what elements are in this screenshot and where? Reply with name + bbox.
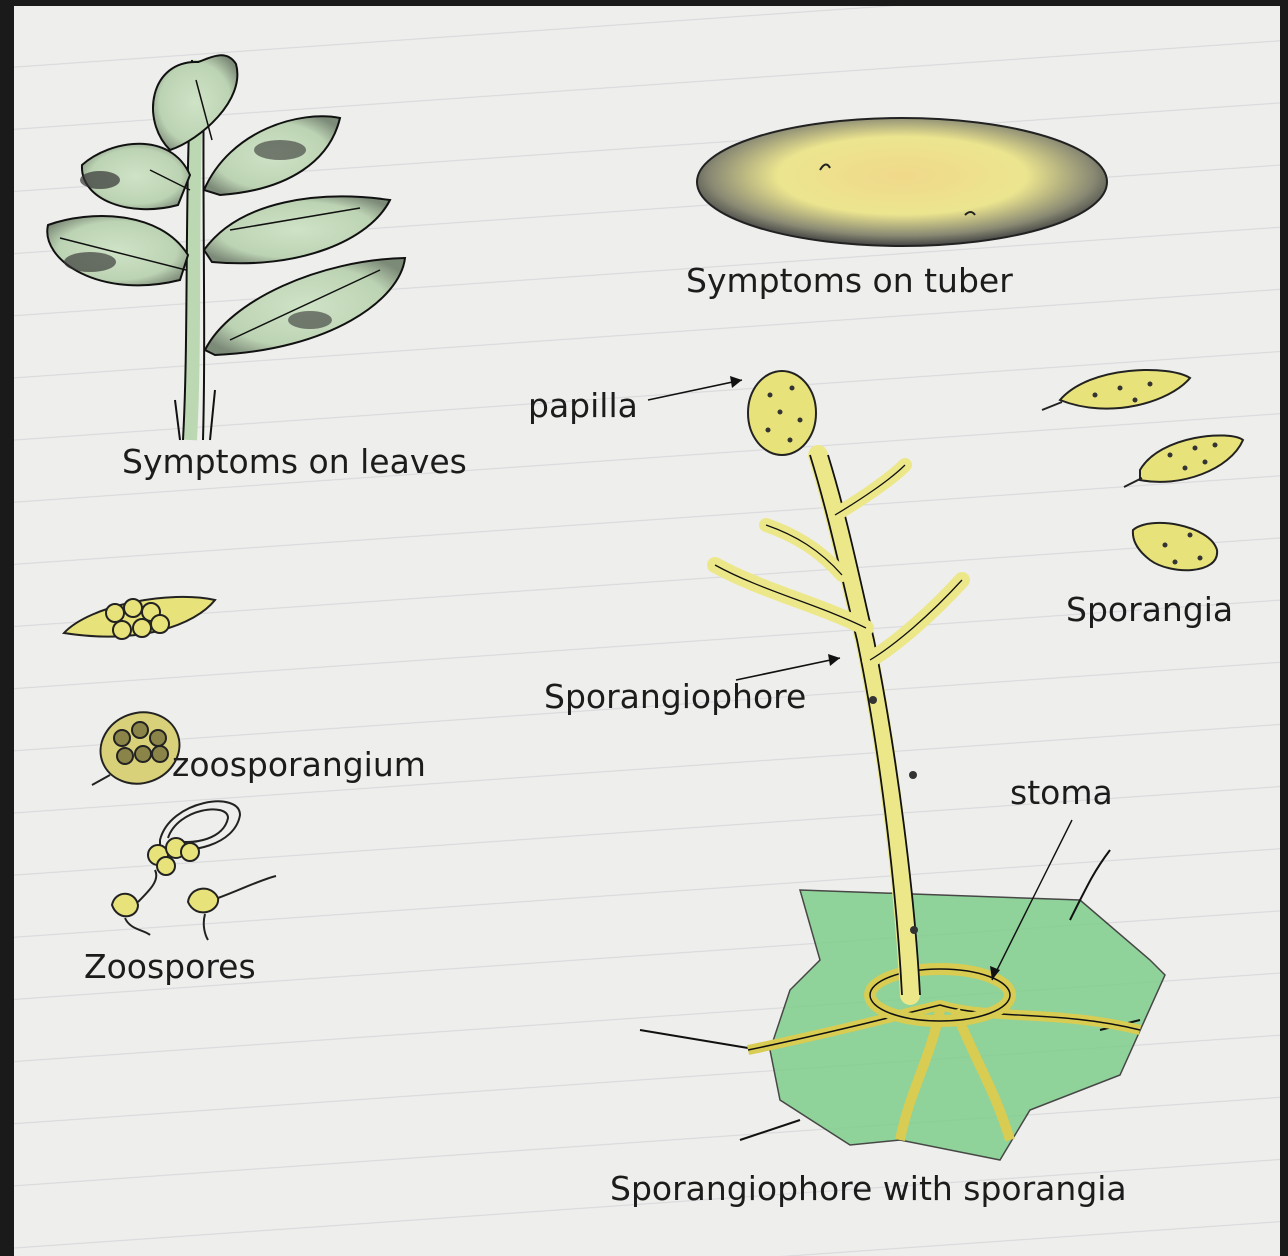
sporangia-drawing	[1042, 370, 1243, 570]
label-symptoms-on-tuber: Symptoms on tuber	[686, 264, 1013, 297]
notebook-page: Symptoms on leaves Symptoms on tuber pap…	[14, 6, 1280, 1256]
pathology-diagram	[14, 6, 1280, 1256]
label-sporangiophore: Sporangiophore	[544, 680, 806, 713]
tuber-symptoms-drawing	[697, 118, 1107, 246]
label-zoosporangium: zoosporangium	[172, 748, 426, 781]
label-symptoms-on-leaves: Symptoms on leaves	[122, 445, 467, 478]
label-papilla: papilla	[528, 389, 638, 422]
papilla-arrow	[648, 380, 742, 400]
leaf	[47, 216, 188, 285]
sporangiophore-drawing	[640, 371, 1165, 1160]
caption-sporangiophore-with-sporangia: Sporangiophore with sporangia	[610, 1172, 1127, 1205]
leaf	[153, 55, 237, 150]
leaf-symptoms-drawing	[47, 55, 405, 440]
label-sporangia: Sporangia	[1066, 593, 1233, 626]
label-zoospores: Zoospores	[84, 950, 256, 983]
label-stoma: stoma	[1010, 776, 1113, 809]
